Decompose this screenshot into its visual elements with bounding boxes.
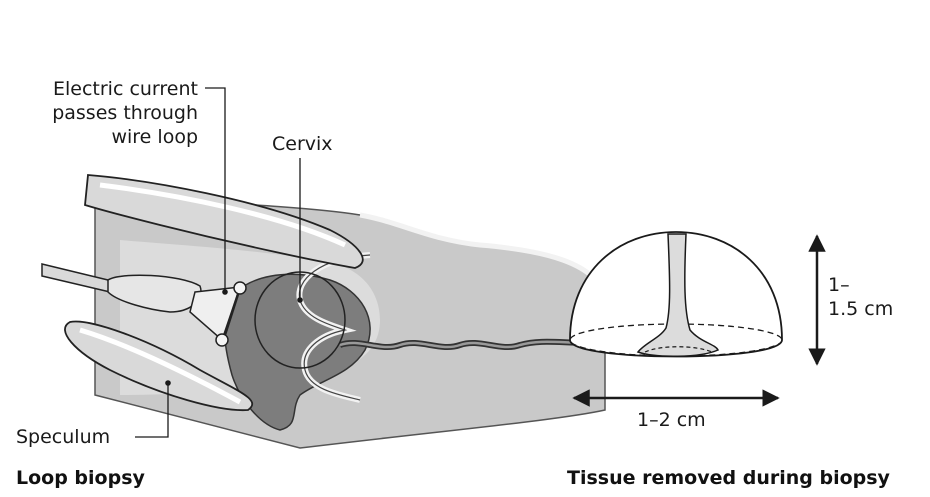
caption-loop-biopsy: Loop biopsy — [16, 467, 145, 489]
label-line: 1– — [828, 273, 893, 297]
label-width: 1–2 cm — [637, 408, 706, 432]
caption-tissue-removed: Tissue removed during biopsy — [567, 467, 890, 489]
label-line: wire loop — [20, 125, 198, 149]
label-height: 1– 1.5 cm — [828, 273, 893, 321]
label-line: Electric current — [20, 77, 198, 101]
tissue-cone-illustration — [570, 232, 817, 398]
label-line: passes through — [20, 101, 198, 125]
label-cervix: Cervix — [272, 132, 333, 156]
label-line: 1.5 cm — [828, 297, 893, 321]
label-electric-current: Electric current passes through wire loo… — [20, 77, 198, 149]
label-speculum: Speculum — [16, 425, 110, 449]
